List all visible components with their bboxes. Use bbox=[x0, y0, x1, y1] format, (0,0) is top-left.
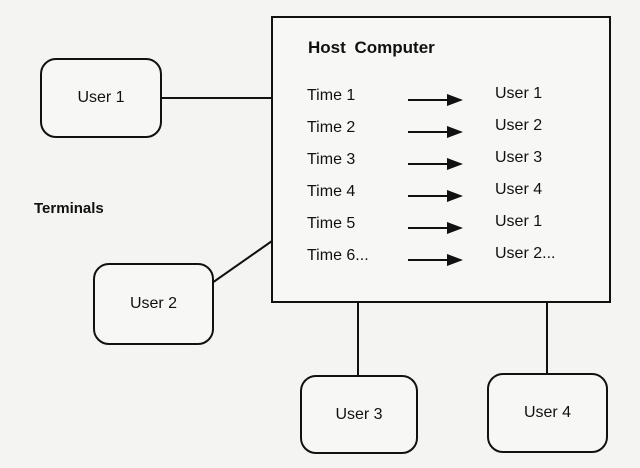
arrow-right-icon bbox=[408, 126, 463, 138]
schedule-time: Time 1 bbox=[307, 87, 356, 104]
schedule-row: Time 5 User 1 bbox=[273, 213, 609, 239]
schedule-user: User 4 bbox=[495, 181, 543, 198]
terminal-user-1: User 1 bbox=[40, 58, 162, 138]
schedule-time: Time 2 bbox=[307, 119, 356, 136]
host-title: Host Computer bbox=[308, 38, 435, 57]
schedule-time: Time 6... bbox=[307, 247, 369, 264]
schedule-time: Time 4 bbox=[307, 183, 356, 200]
arrow-right-icon bbox=[408, 158, 463, 170]
arrow-right-icon bbox=[408, 222, 463, 234]
arrow-right-icon bbox=[408, 254, 463, 266]
terminal-user-2: User 2 bbox=[93, 263, 214, 345]
terminal-label: User 3 bbox=[335, 405, 383, 423]
schedule-user: User 1 bbox=[495, 85, 543, 102]
arrow-right-icon bbox=[408, 190, 463, 202]
schedule-user: User 2 bbox=[495, 117, 543, 134]
schedule-row: Time 2 User 2 bbox=[273, 117, 609, 143]
schedule-row: Time 1 User 1 bbox=[273, 85, 609, 111]
terminal-label: User 4 bbox=[523, 404, 572, 421]
terminal-user-4: User 4 bbox=[487, 373, 608, 453]
schedule-row: Time 3 User 3 bbox=[273, 149, 609, 175]
arrow-right-icon bbox=[408, 94, 463, 106]
schedule-row: Time 6... User 2... bbox=[273, 245, 609, 271]
connector-user-2 bbox=[211, 240, 273, 284]
terminals-label: Terminals bbox=[34, 200, 104, 217]
schedule-user: User 3 bbox=[495, 149, 543, 166]
schedule-time: Time 5 bbox=[307, 215, 356, 232]
schedule-row: Time 4 User 4 bbox=[273, 181, 609, 207]
schedule-user: User 1 bbox=[495, 213, 543, 230]
terminal-label: User 2 bbox=[129, 295, 178, 312]
schedule-time: Time 3 bbox=[307, 151, 356, 168]
terminal-user-3: User 3 bbox=[300, 375, 418, 454]
schedule-user: User 2... bbox=[495, 245, 556, 262]
terminal-label: User 1 bbox=[77, 89, 125, 106]
